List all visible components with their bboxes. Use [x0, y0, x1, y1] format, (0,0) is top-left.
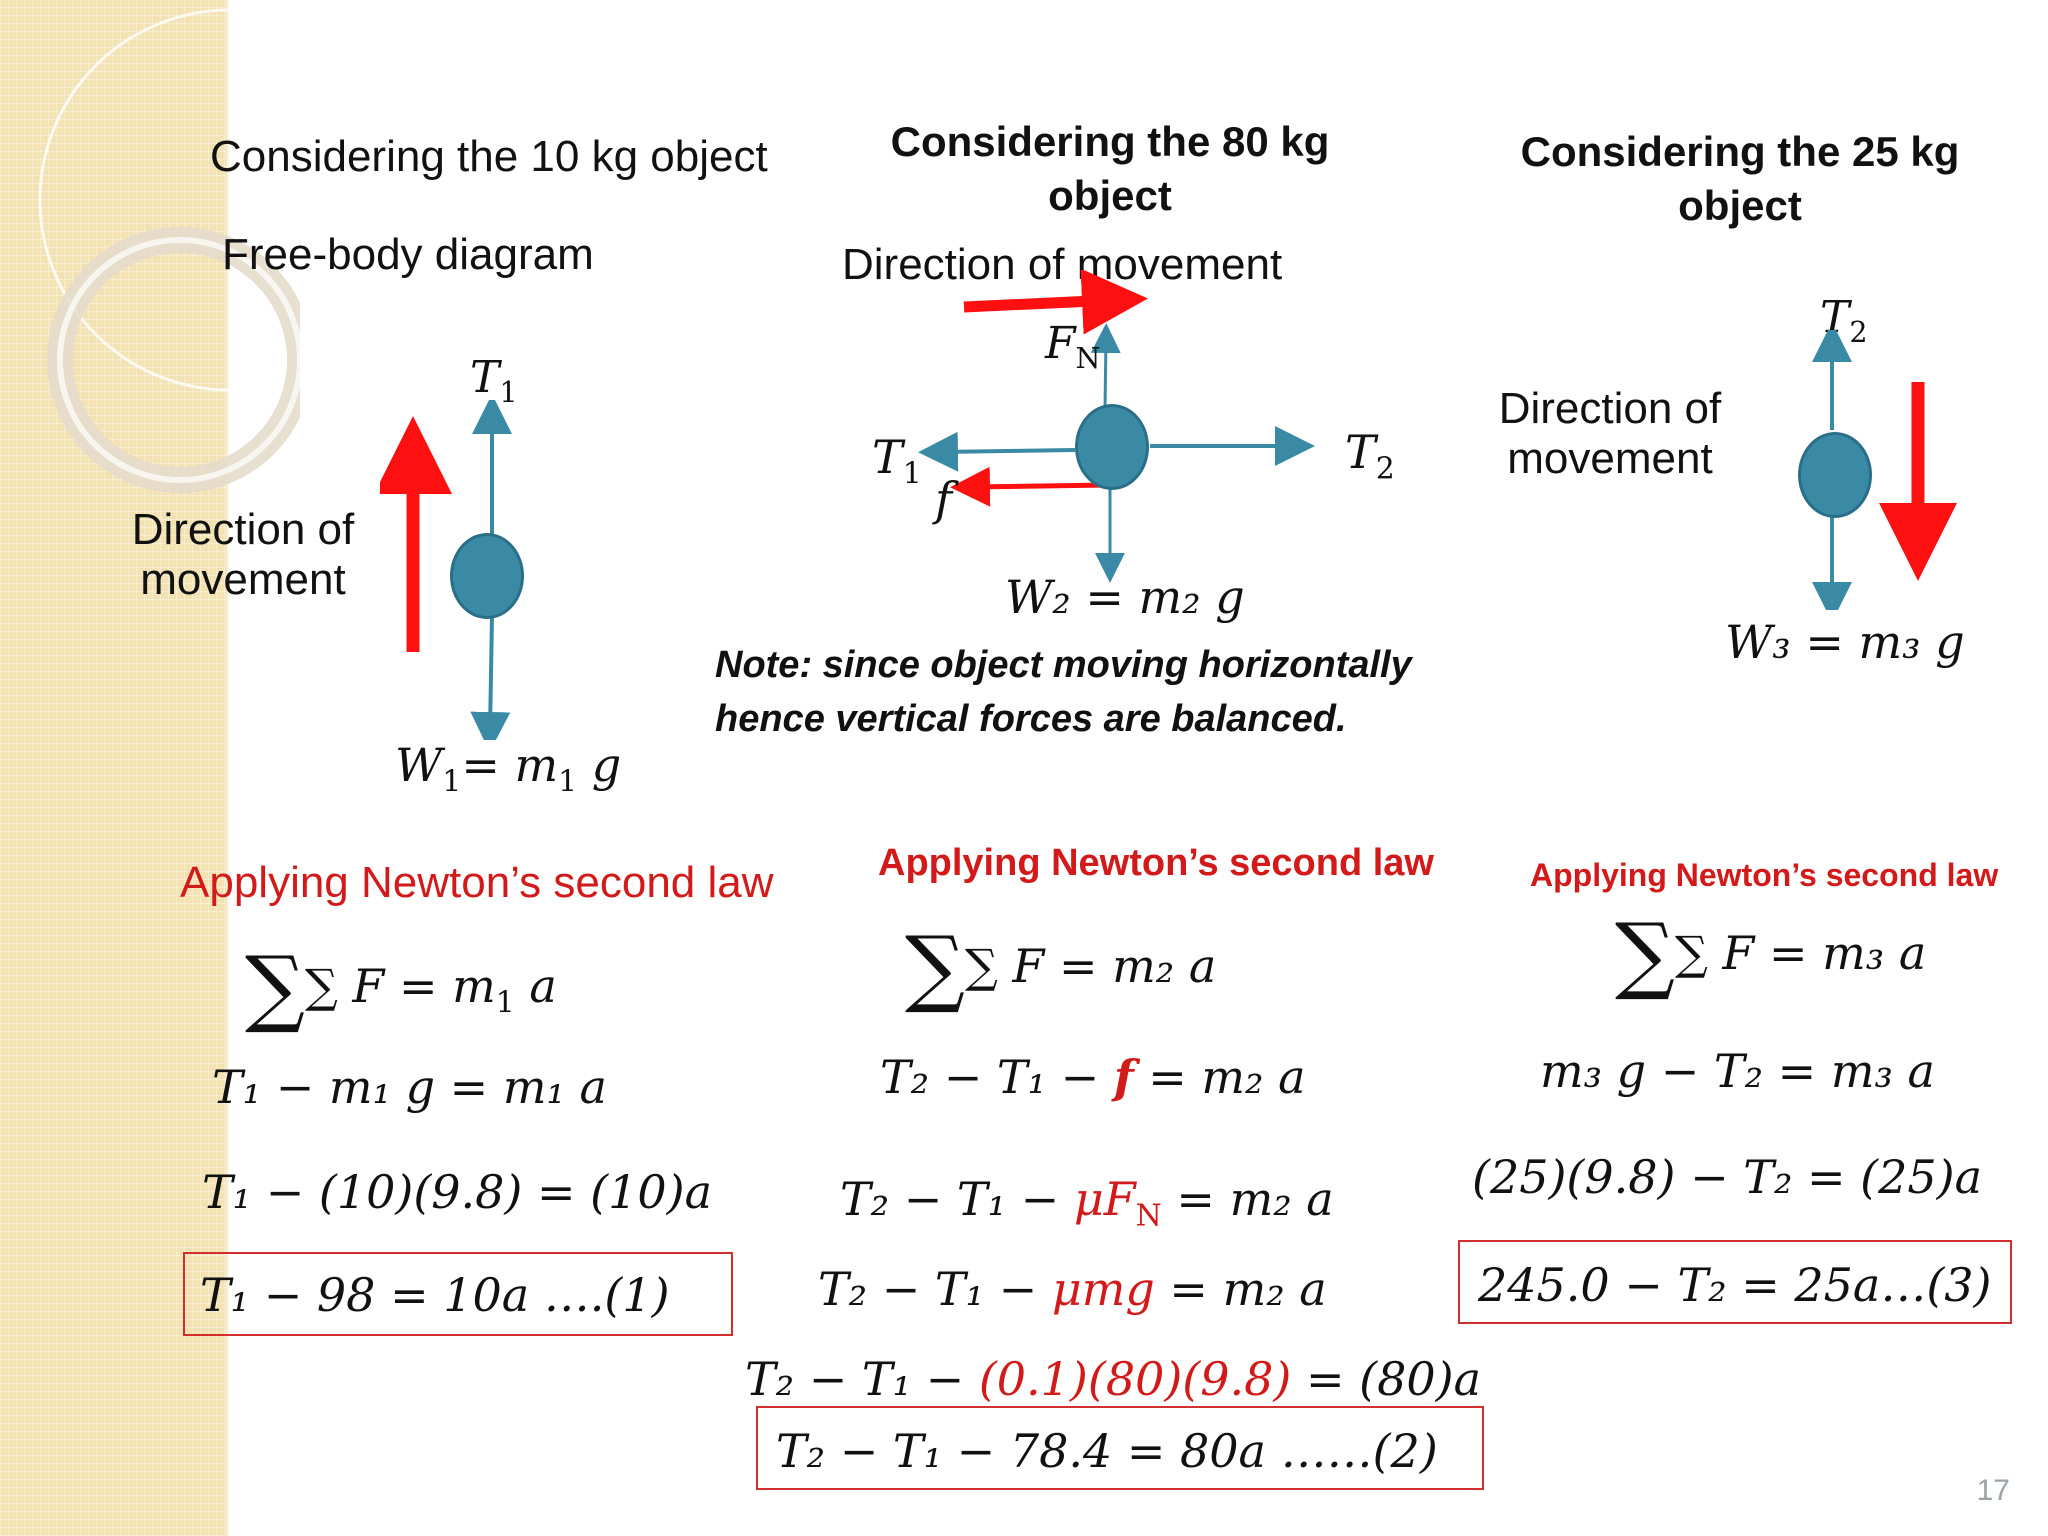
col1-weight-label: W1= m1 g — [395, 738, 622, 800]
col2-eq2: T₂ − T₁ − f = m₂ a — [880, 1050, 1306, 1104]
col1-heading: Considering the 10 kg object — [210, 132, 768, 181]
col1-free-body-diagram — [380, 400, 512, 740]
col1-result-box — [183, 1252, 733, 1336]
col1-eq4: T₁ − 98 = 10a ….(1) — [200, 1268, 670, 1322]
page-number: 17 — [1976, 1474, 2010, 1507]
col1-eq2: T₁ − m₁ g = m₁ a — [212, 1060, 607, 1114]
col3-eq-sum: ∑∑ F = m₃ a — [1615, 905, 1927, 1003]
col2-law-heading: Applying Newton’s second law — [878, 842, 1434, 884]
col3-eq4: 245.0 − T₂ = 25a…(3) — [1478, 1258, 1992, 1312]
col2-free-body-diagram — [918, 270, 1315, 583]
col3-result-box — [1458, 1240, 2012, 1324]
col3-eq2: m₃ g − T₂ = m₃ a — [1540, 1044, 1935, 1098]
sidebar-edge — [226, 0, 230, 1536]
col2-weight-label: W₂ = m₂ g — [1005, 570, 1245, 624]
col1-object-ball — [450, 533, 524, 619]
col2-direction-label: Direction of movement — [842, 240, 1283, 289]
col2-eq-sum: ∑∑ F = m₂ a — [905, 918, 1217, 1016]
col1-eq3: T₁ − (10)(9.8) = (10)a — [202, 1165, 713, 1219]
col1-eq-sum: ∑∑ F = m1 a — [245, 938, 557, 1036]
col2-friction-label: f — [935, 472, 953, 526]
col3-law-heading: Applying Newton’s second law — [1530, 857, 1999, 893]
col2-eq5: T₂ − T₁ − (0.1)(80)(9.8) = (80)a — [745, 1352, 1481, 1406]
col3-object-ball — [1798, 432, 1872, 518]
col2-eq6: T₂ − T₁ − 78.4 = 80a ……(2) — [776, 1424, 1438, 1478]
col3-eq3: (25)(9.8) − T₂ = (25)a — [1472, 1150, 1983, 1204]
col2-eq3: T₂ − T₁ − μFN = m₂ a — [840, 1172, 1334, 1234]
col2-t1-label: T1 — [872, 430, 922, 492]
col2-fn-label: FN — [1045, 318, 1101, 375]
col2-eq4: T₂ − T₁ − μmg = m₂ a — [818, 1262, 1327, 1316]
col1-law-heading: Applying Newton’s second law — [180, 858, 774, 907]
col3-free-body-diagram — [1812, 330, 1957, 610]
col2-result-box — [756, 1406, 1484, 1490]
decorative-rings — [38, 8, 300, 493]
col3-weight-label: W₃ = m₃ g — [1725, 615, 1965, 669]
col2-object-ball — [1075, 404, 1149, 490]
col1-subheading: Free-body diagram — [222, 230, 594, 279]
col2-t2-label: T2 — [1345, 425, 1395, 487]
